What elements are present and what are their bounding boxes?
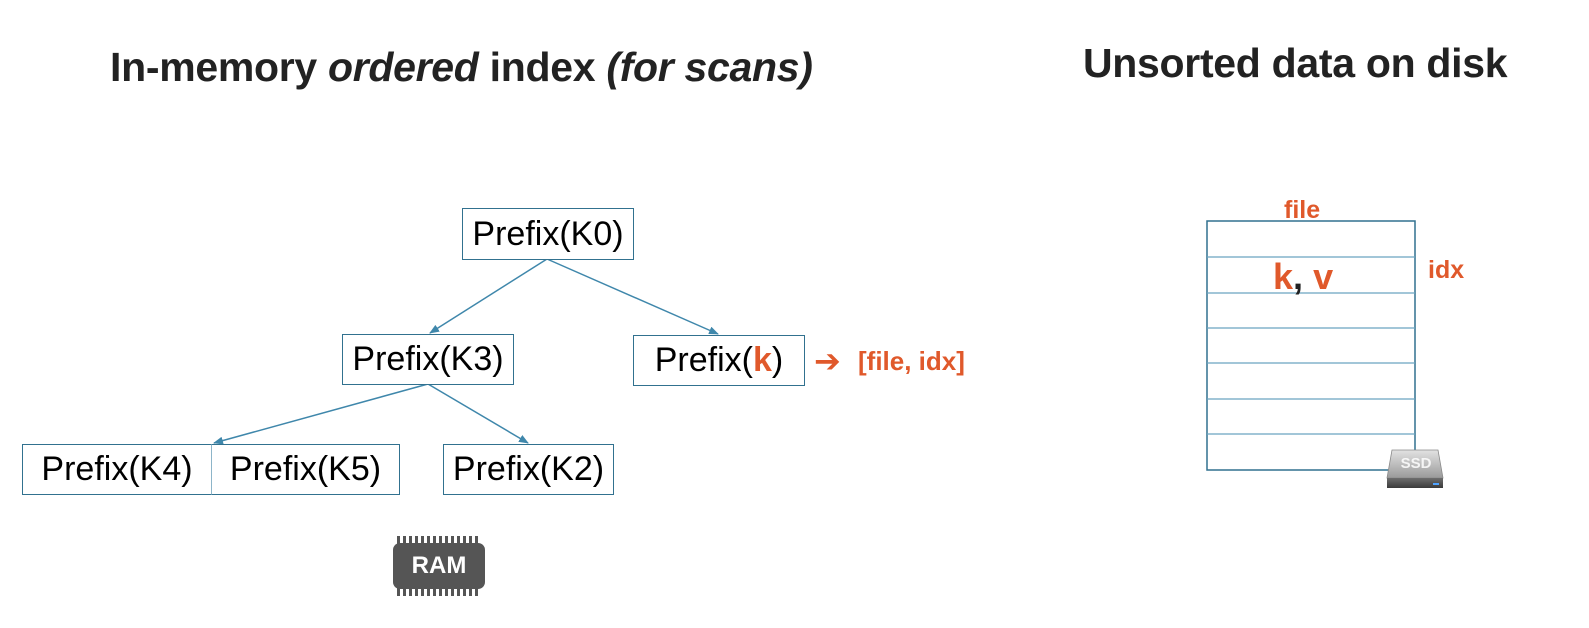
node-prefix-k-suffix: ) xyxy=(771,341,784,379)
pointer-label: [file, idx] xyxy=(858,346,965,376)
node-prefix-k-label: Prefix(k) xyxy=(655,341,783,380)
disk-record-value: v xyxy=(1313,256,1334,297)
edge-k3-k2 xyxy=(427,383,529,444)
node-prefix-k5: Prefix(K5) xyxy=(211,444,400,495)
disk-idx-label: idx xyxy=(1428,256,1465,284)
ssd-label: SSD xyxy=(1400,455,1432,472)
disk-record-kv: k, v xyxy=(1273,256,1333,298)
left-title-part4: (for scans) xyxy=(606,44,813,90)
edge-k0-k3 xyxy=(429,258,548,334)
node-prefix-k2: Prefix(K2) xyxy=(443,444,614,495)
disk-record-key: k xyxy=(1273,256,1294,297)
ram-chip-icon xyxy=(393,536,485,596)
node-prefix-k0: Prefix(K0) xyxy=(462,208,634,260)
left-title-part1: In-memory xyxy=(110,44,328,90)
disk-record-sep: , xyxy=(1293,256,1304,297)
node-prefix-k-key: k xyxy=(752,341,772,379)
node-prefix-k0-label: Prefix(K0) xyxy=(472,214,624,253)
node-prefix-k5-label: Prefix(K5) xyxy=(229,450,382,488)
pointer-arrow-icon: ➔ xyxy=(814,343,841,379)
edge-k0-k xyxy=(546,258,719,335)
right-title: Unsorted data on disk xyxy=(1083,40,1508,86)
node-prefix-k4: Prefix(K4) xyxy=(22,444,212,495)
node-prefix-k2-label: Prefix(K2) xyxy=(452,450,605,488)
left-title-part3: index xyxy=(478,44,607,90)
node-prefix-k: Prefix(k) xyxy=(633,335,805,386)
node-prefix-k-prefix: Prefix( xyxy=(654,341,753,379)
disk-file-label: file xyxy=(1284,196,1321,224)
left-title-part2: ordered xyxy=(328,44,479,90)
node-prefix-k4-label: Prefix(K4) xyxy=(41,450,193,488)
ssd-icon xyxy=(1386,449,1444,488)
node-prefix-k3-label: Prefix(K3) xyxy=(352,340,504,378)
node-prefix-k3: Prefix(K3) xyxy=(342,334,514,385)
left-title: In-memory ordered index (for scans) xyxy=(110,44,813,91)
ram-label: RAM xyxy=(411,552,467,579)
edge-k3-k4 xyxy=(213,383,429,445)
disk-file-box xyxy=(1206,220,1416,471)
